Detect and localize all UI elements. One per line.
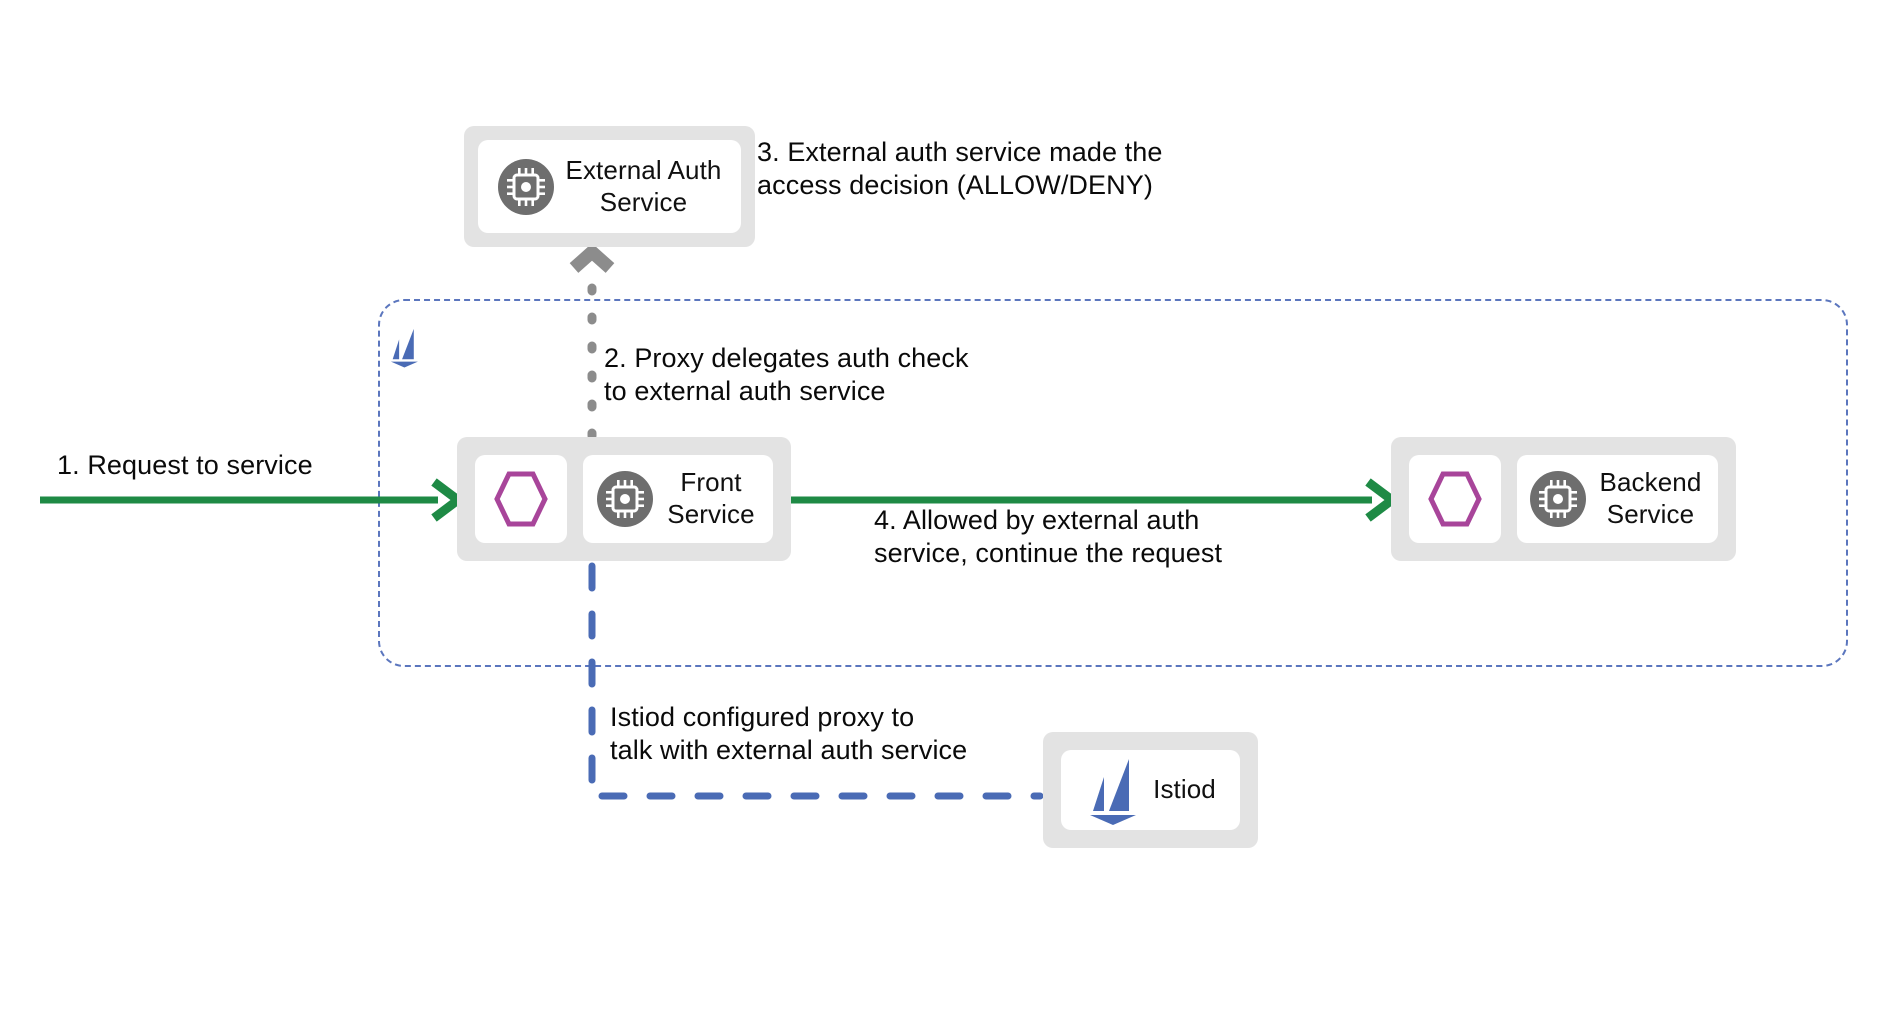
- service-mesh-boundary: [378, 299, 1848, 667]
- cpu-chip-icon: [597, 471, 654, 527]
- annotation-step-2: 2. Proxy delegates auth check to externa…: [604, 343, 969, 406]
- istiod-card: Istiod: [1061, 750, 1240, 830]
- node-backend-service[interactable]: Backend Service: [1391, 437, 1736, 561]
- annotation-istiod-config: Istiod configured proxy to talk with ext…: [610, 702, 968, 765]
- annotation-step-3: 3. External auth service made the access…: [757, 137, 1163, 200]
- front-service-proxy-card: [475, 455, 567, 543]
- external-auth-service-label: External Auth Service: [565, 154, 722, 217]
- annotation-step-4: 4. Allowed by external auth service, con…: [874, 505, 1223, 568]
- node-front-service[interactable]: Front Service: [457, 437, 791, 561]
- hexagon-proxy-icon: [1428, 470, 1482, 528]
- annotation-step-1: 1. Request to service: [57, 450, 313, 480]
- istio-sail-icon: [388, 326, 422, 368]
- node-external-auth-service[interactable]: External Auth Service: [464, 126, 755, 247]
- istio-sail-icon: [1085, 755, 1143, 825]
- cpu-chip-icon: [497, 158, 554, 215]
- front-service-label: Front Service: [667, 467, 755, 529]
- backend-service-label: Backend Service: [1599, 467, 1702, 529]
- hexagon-proxy-icon: [494, 470, 548, 528]
- external-auth-service-card: External Auth Service: [478, 140, 741, 233]
- cpu-chip-icon: [1529, 471, 1586, 527]
- node-istiod[interactable]: Istiod: [1043, 732, 1258, 848]
- backend-service-card: Backend Service: [1517, 455, 1718, 543]
- istiod-label: Istiod: [1153, 774, 1216, 805]
- backend-service-proxy-card: [1409, 455, 1501, 543]
- front-service-card: Front Service: [583, 455, 773, 543]
